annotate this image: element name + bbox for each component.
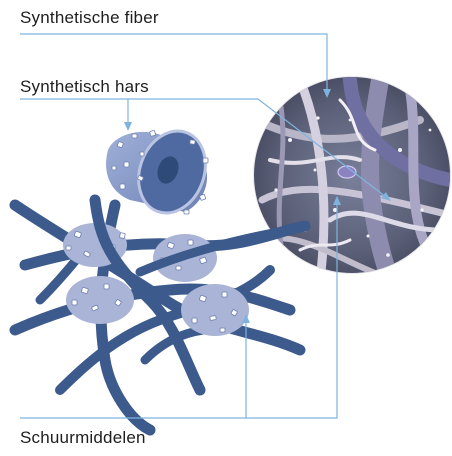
leader-line-resin xyxy=(20,99,128,124)
magnified-view xyxy=(250,75,452,280)
leader-line-fiber xyxy=(20,34,327,92)
fiber-cross-section xyxy=(106,122,216,223)
